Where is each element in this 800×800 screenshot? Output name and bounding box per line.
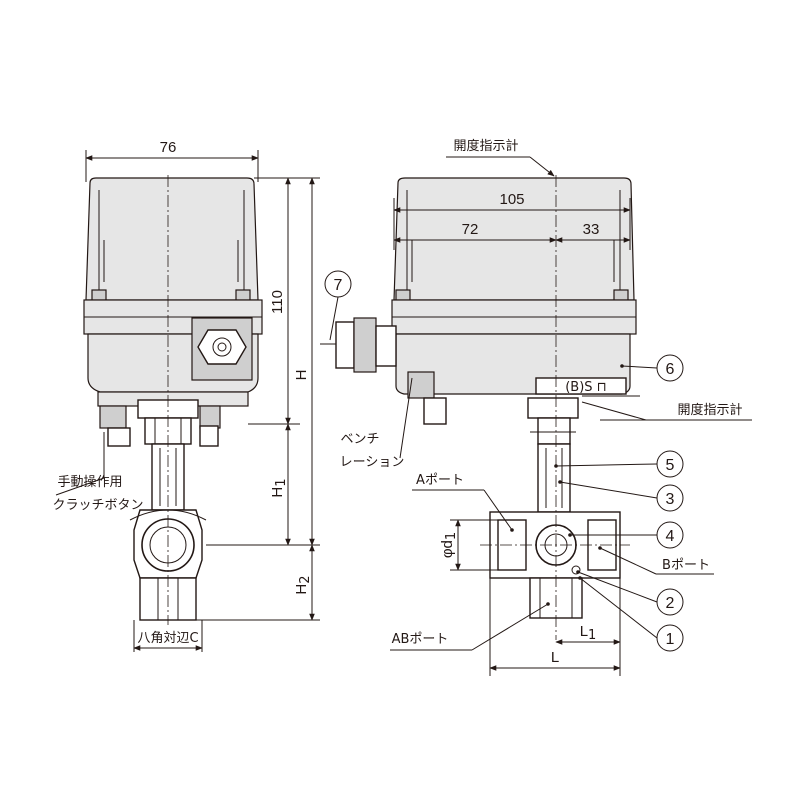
port-a-label: Aポート [416, 473, 464, 488]
opening-indicator-top: 開度指示計 [446, 138, 555, 177]
callout-3: 3 [558, 480, 684, 512]
dim-verticals: 110 H H1 H2 [196, 177, 320, 621]
dim-L1: L1 [555, 578, 621, 650]
callout-1-text: 1 [666, 631, 675, 648]
dim-d1-text: φd1 [439, 532, 459, 558]
vent-label-1: ベンチ [340, 432, 379, 447]
left-actuator-cover [85, 177, 259, 301]
callout-1: 1 [578, 576, 684, 652]
dim-H-text: H [293, 370, 310, 381]
callout-4-text: 4 [666, 528, 675, 545]
dim-105-72-33: 105 72 33 [393, 191, 631, 250]
callout-2-text: 2 [666, 595, 675, 612]
dim-76-text: 76 [160, 139, 177, 156]
dim-L: L [489, 578, 621, 676]
callout-6-text: 6 [666, 361, 675, 378]
callout-4: 4 [568, 521, 684, 549]
callout-2: 2 [576, 570, 684, 616]
left-view [83, 175, 263, 625]
dim-L1-text: L1 [580, 623, 597, 643]
dim-H2-text: H2 [293, 575, 313, 594]
dim-105-text: 105 [499, 191, 524, 208]
callout-3-text: 3 [666, 491, 675, 508]
vent-label-2: レーション [340, 455, 405, 470]
dim-33-text: 33 [583, 221, 600, 238]
manual-clutch-callout: 手動操作用 クラッチボタン [52, 432, 144, 513]
port-b-callout: Bポート [598, 546, 714, 575]
dim-H1-text: H1 [269, 478, 289, 497]
manual-clutch-label-2: クラッチボタン [52, 498, 143, 513]
dim-76: 76 [85, 139, 259, 182]
callout-5: 5 [554, 450, 684, 478]
dim-octagon: 八角対辺C [133, 620, 203, 652]
left-conduit-nut [191, 317, 253, 381]
callout-7-text: 7 [334, 277, 343, 294]
dim-72-text: 72 [462, 221, 479, 238]
callout-5-text: 5 [666, 457, 675, 474]
octagon-label: 八角対辺C [137, 631, 198, 646]
port-ab-callout: ABポート [390, 602, 550, 651]
opening-indicator-right: 開度指示計 [581, 395, 752, 421]
dim-110-text: 110 [269, 290, 286, 314]
opening-indicator-top-label: 開度指示計 [453, 138, 518, 154]
indicator-mark: (B)S ⊓ [565, 380, 607, 395]
cable-gland [320, 317, 397, 373]
port-b-label: Bポート [662, 558, 710, 573]
callout-7: 7 [324, 270, 352, 341]
opening-indicator-right-label: 開度指示計 [677, 402, 742, 418]
dim-L-text: L [551, 649, 559, 666]
callout-6: 6 [620, 354, 684, 382]
port-ab-label: ABポート [392, 632, 449, 647]
manual-clutch-label-1: 手動操作用 [57, 474, 122, 490]
vent-callout: ベンチ レーション [340, 377, 413, 470]
dim-d1: φd1 [439, 519, 500, 571]
port-a-callout: Aポート [412, 473, 514, 532]
